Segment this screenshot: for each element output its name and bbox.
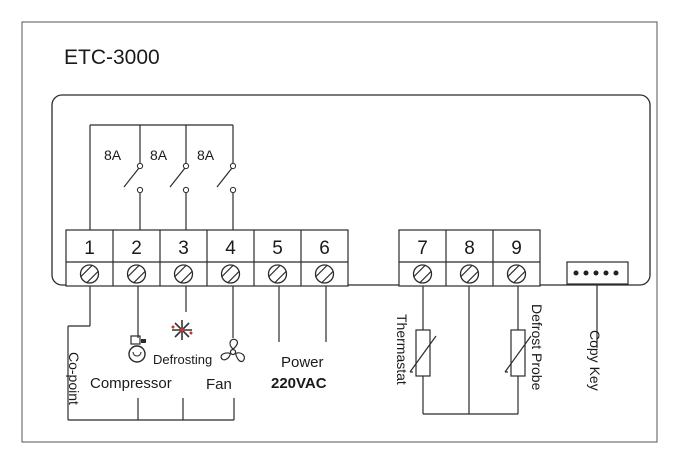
terminal-screw-icon: [173, 264, 194, 284]
controller-body: [51, 94, 651, 286]
external-wiring-left: [67, 286, 327, 421]
outer-frame: [21, 21, 658, 443]
terminal-screw-icon: [126, 264, 147, 284]
terminal-screw-icon: [79, 264, 100, 284]
snowflake-icon: [171, 320, 193, 340]
power-label: Power: [281, 354, 324, 371]
relay-3-rating: 8A: [197, 147, 215, 163]
thermostat-sensor: [409, 329, 437, 377]
terminal-number: 2: [131, 238, 142, 259]
terminal-number: 3: [178, 238, 189, 259]
fan-icon: [220, 338, 246, 363]
defrost-probe-label: Defrost Probe: [529, 304, 545, 391]
external-wiring-right: [422, 286, 519, 415]
power-voltage-label: 220VAC: [271, 375, 327, 392]
terminal-screw-icon: [506, 264, 527, 284]
model-title: ETC-3000: [64, 46, 160, 69]
copy-key-port: [566, 261, 629, 348]
defrosting-label: Defrosting: [153, 352, 212, 367]
terminal-number: 9: [511, 238, 522, 259]
terminal-screw-icon: [220, 264, 241, 284]
terminal-screw-icon: [267, 264, 288, 284]
relay-circuit: [89, 124, 237, 230]
terminal-number: 5: [272, 238, 283, 259]
terminal-block-left: 1 2 3 4 5 6: [65, 229, 349, 287]
terminal-number: 6: [319, 238, 330, 259]
co-point-label: Co-point: [66, 352, 82, 405]
compressor-icon: [128, 335, 146, 363]
terminal-screw-icon: [459, 264, 480, 284]
copy-key-label: Copy Key: [587, 330, 603, 391]
thermostat-label: Thermastat: [394, 314, 410, 385]
relay-2-rating: 8A: [150, 147, 168, 163]
fan-label: Fan: [206, 376, 232, 393]
defrost-probe-sensor: [504, 329, 532, 377]
compressor-label: Compressor: [90, 375, 172, 392]
terminal-block-right: 7 8 9: [398, 229, 541, 287]
terminal-number: 4: [225, 238, 236, 259]
relay-1-rating: 8A: [104, 147, 122, 163]
terminal-screw-icon: [412, 264, 433, 284]
terminal-screw-icon: [314, 264, 335, 284]
terminal-number: 8: [464, 238, 475, 259]
terminal-number: 1: [84, 238, 95, 259]
terminal-number: 7: [417, 238, 428, 259]
